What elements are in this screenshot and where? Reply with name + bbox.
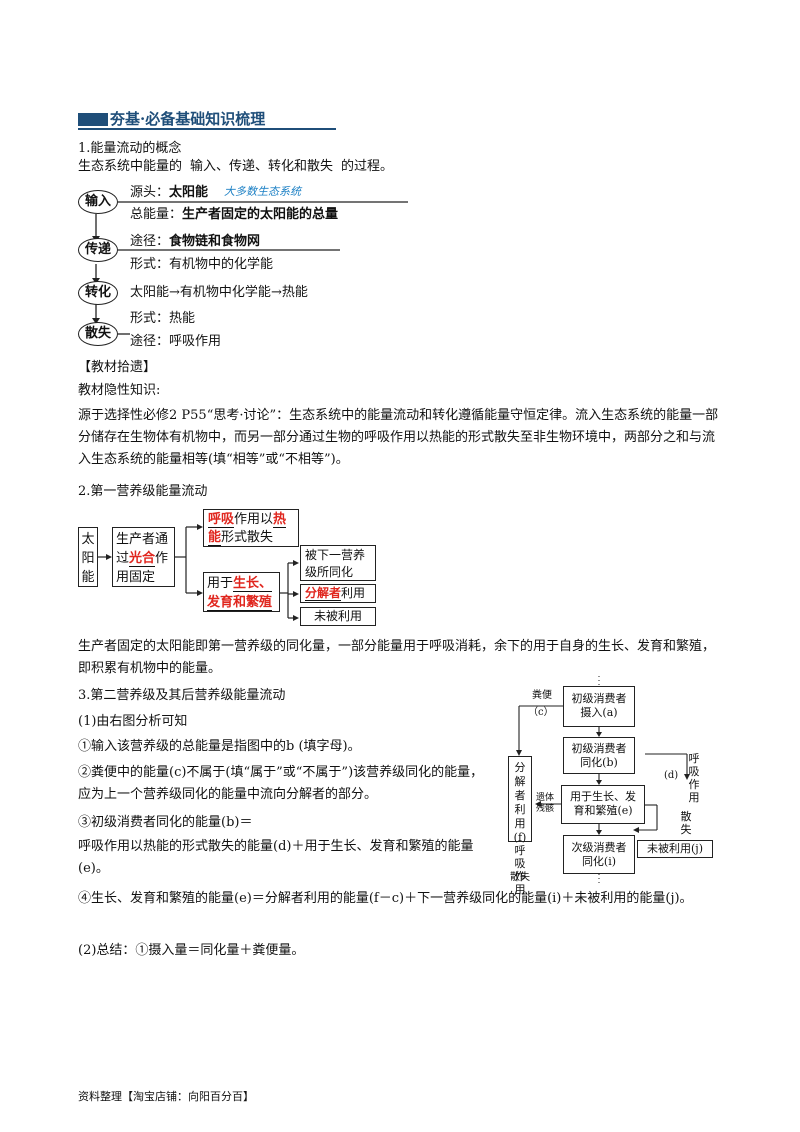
scatter-left-label: 散失 — [510, 872, 530, 883]
flow1-producer: 生产者通 过光合作 用固定 — [112, 527, 175, 587]
remains-label: 遗体残骸 — [536, 793, 555, 814]
s3-sub1: (1)由右图分析可知 — [78, 714, 188, 729]
concept-tree-lines — [92, 201, 408, 335]
oval-input: 输入 — [78, 190, 118, 214]
flow1-respiration: 呼吸作用以热 能形式散失 — [203, 509, 299, 547]
s3-item3b: 呼吸作用以热能的形式散失的能量(d)＋用于生长、发育和繁殖的能量(e)。 — [78, 839, 474, 876]
s3-title: 3.第二营养级及其后营养级能量流动 — [78, 688, 286, 703]
dissipate-form: 形式：热能 — [130, 311, 196, 326]
hidden-title: 教材隐性知识: — [78, 383, 161, 398]
header-title: 夯基·必备基础知识梳理 — [110, 110, 266, 128]
s3-item4: ④生长、发育和繁殖的能量(e)＝分解者利用的能量(f－c)＋下一营养级同化的能量… — [78, 891, 693, 906]
convert-chain: 太阳能→有机物中化学能→热能 — [130, 285, 308, 300]
s2-title: 2.第一营养级能量流动 — [78, 484, 208, 499]
flow1-unused: 未被利用 — [300, 607, 376, 626]
flow2-assim: 初级消费者同化(b) — [563, 737, 635, 774]
flow1-growth: 用于生长、 发育和繁殖 — [203, 572, 280, 612]
resp-d-label: (d) — [664, 770, 679, 781]
s3-item1: ①输入该营养级的总能量是指图中的b (填字母)。 — [78, 739, 361, 754]
arrow-icon: → — [169, 285, 180, 300]
header-rule — [78, 128, 336, 130]
oval-transfer: 传递 — [78, 238, 118, 262]
s2-paragraph: 生产者固定的太阳能即第一营养级的同化量，一部分能量用于呼吸消耗，余下的用于自身的… — [78, 639, 716, 676]
flow1-sun: 太阳能 — [78, 527, 98, 587]
dissipate-path: 途径：呼吸作用 — [130, 334, 222, 349]
input-source: 源头：太阳能 — [130, 185, 209, 200]
flow2-decomposer: 分解者利用(f) — [508, 756, 532, 844]
flow2-intake: 初级消费者摄入(a) — [563, 686, 635, 727]
footer-text: 资料整理【淘宝店铺：向阳百分百】 — [78, 1090, 254, 1103]
s3-item3a: ③初级消费者同化的能量(b)＝ — [78, 815, 253, 830]
def-blank: 输入、传递、转化和散失 — [190, 159, 334, 174]
resp-right-label: 呼吸作用 — [688, 752, 700, 804]
extra-title: 【教材拾遗】 — [78, 360, 157, 375]
flow2-unused: 未被利用(j) — [637, 840, 713, 858]
feces-label: 粪便 — [532, 690, 552, 701]
s1-definition: 生态系统中能量的输入、传递、转化和散失的过程。 — [78, 159, 394, 174]
s1-title: 1.能量流动的概念 — [78, 141, 182, 156]
s1-paragraph: 源于选择性必修2 P55“思考·讨论”：生态系统中的能量流动和转化遵循能量守恒定… — [78, 408, 719, 467]
flow2-lines — [516, 676, 690, 884]
input-total: 总能量：生产者固定的太阳能的总量 — [130, 207, 339, 222]
s3-item2: ②粪便中的能量(c)不属于(填“属于”或“不属于”)该营养级同化的能量，应为上一… — [78, 765, 484, 802]
flow1-next-level: 被下一营养级所同化 — [300, 545, 376, 581]
oval-convert: 转化 — [78, 281, 118, 305]
section-header: 夯基·必备基础知识梳理 — [78, 108, 338, 130]
scatter-right-label: 散失 — [680, 810, 692, 836]
flow2-growth: 用于生长、发育和繁殖(e) — [561, 785, 645, 824]
arrow-icon: → — [270, 285, 282, 300]
feces-c-label: （c） — [528, 707, 554, 718]
s3-sub2: (2)总结：①摄入量＝同化量＋粪便量。 — [78, 943, 305, 958]
flow2-next: 次级消费者同化(i) — [563, 835, 635, 874]
transfer-form: 形式：有机物中的化学能 — [130, 257, 274, 272]
flow1-decomposer: 分解者利用 — [300, 584, 376, 603]
transfer-path: 途径：食物链和食物网 — [130, 234, 261, 249]
oval-dissipate: 散失 — [78, 322, 118, 346]
resp-left-label: 呼吸作用 — [514, 844, 526, 896]
handwriting-note: 大多数生态系统 — [224, 185, 301, 198]
header-bar — [78, 113, 108, 126]
flow1-lines — [98, 524, 299, 621]
